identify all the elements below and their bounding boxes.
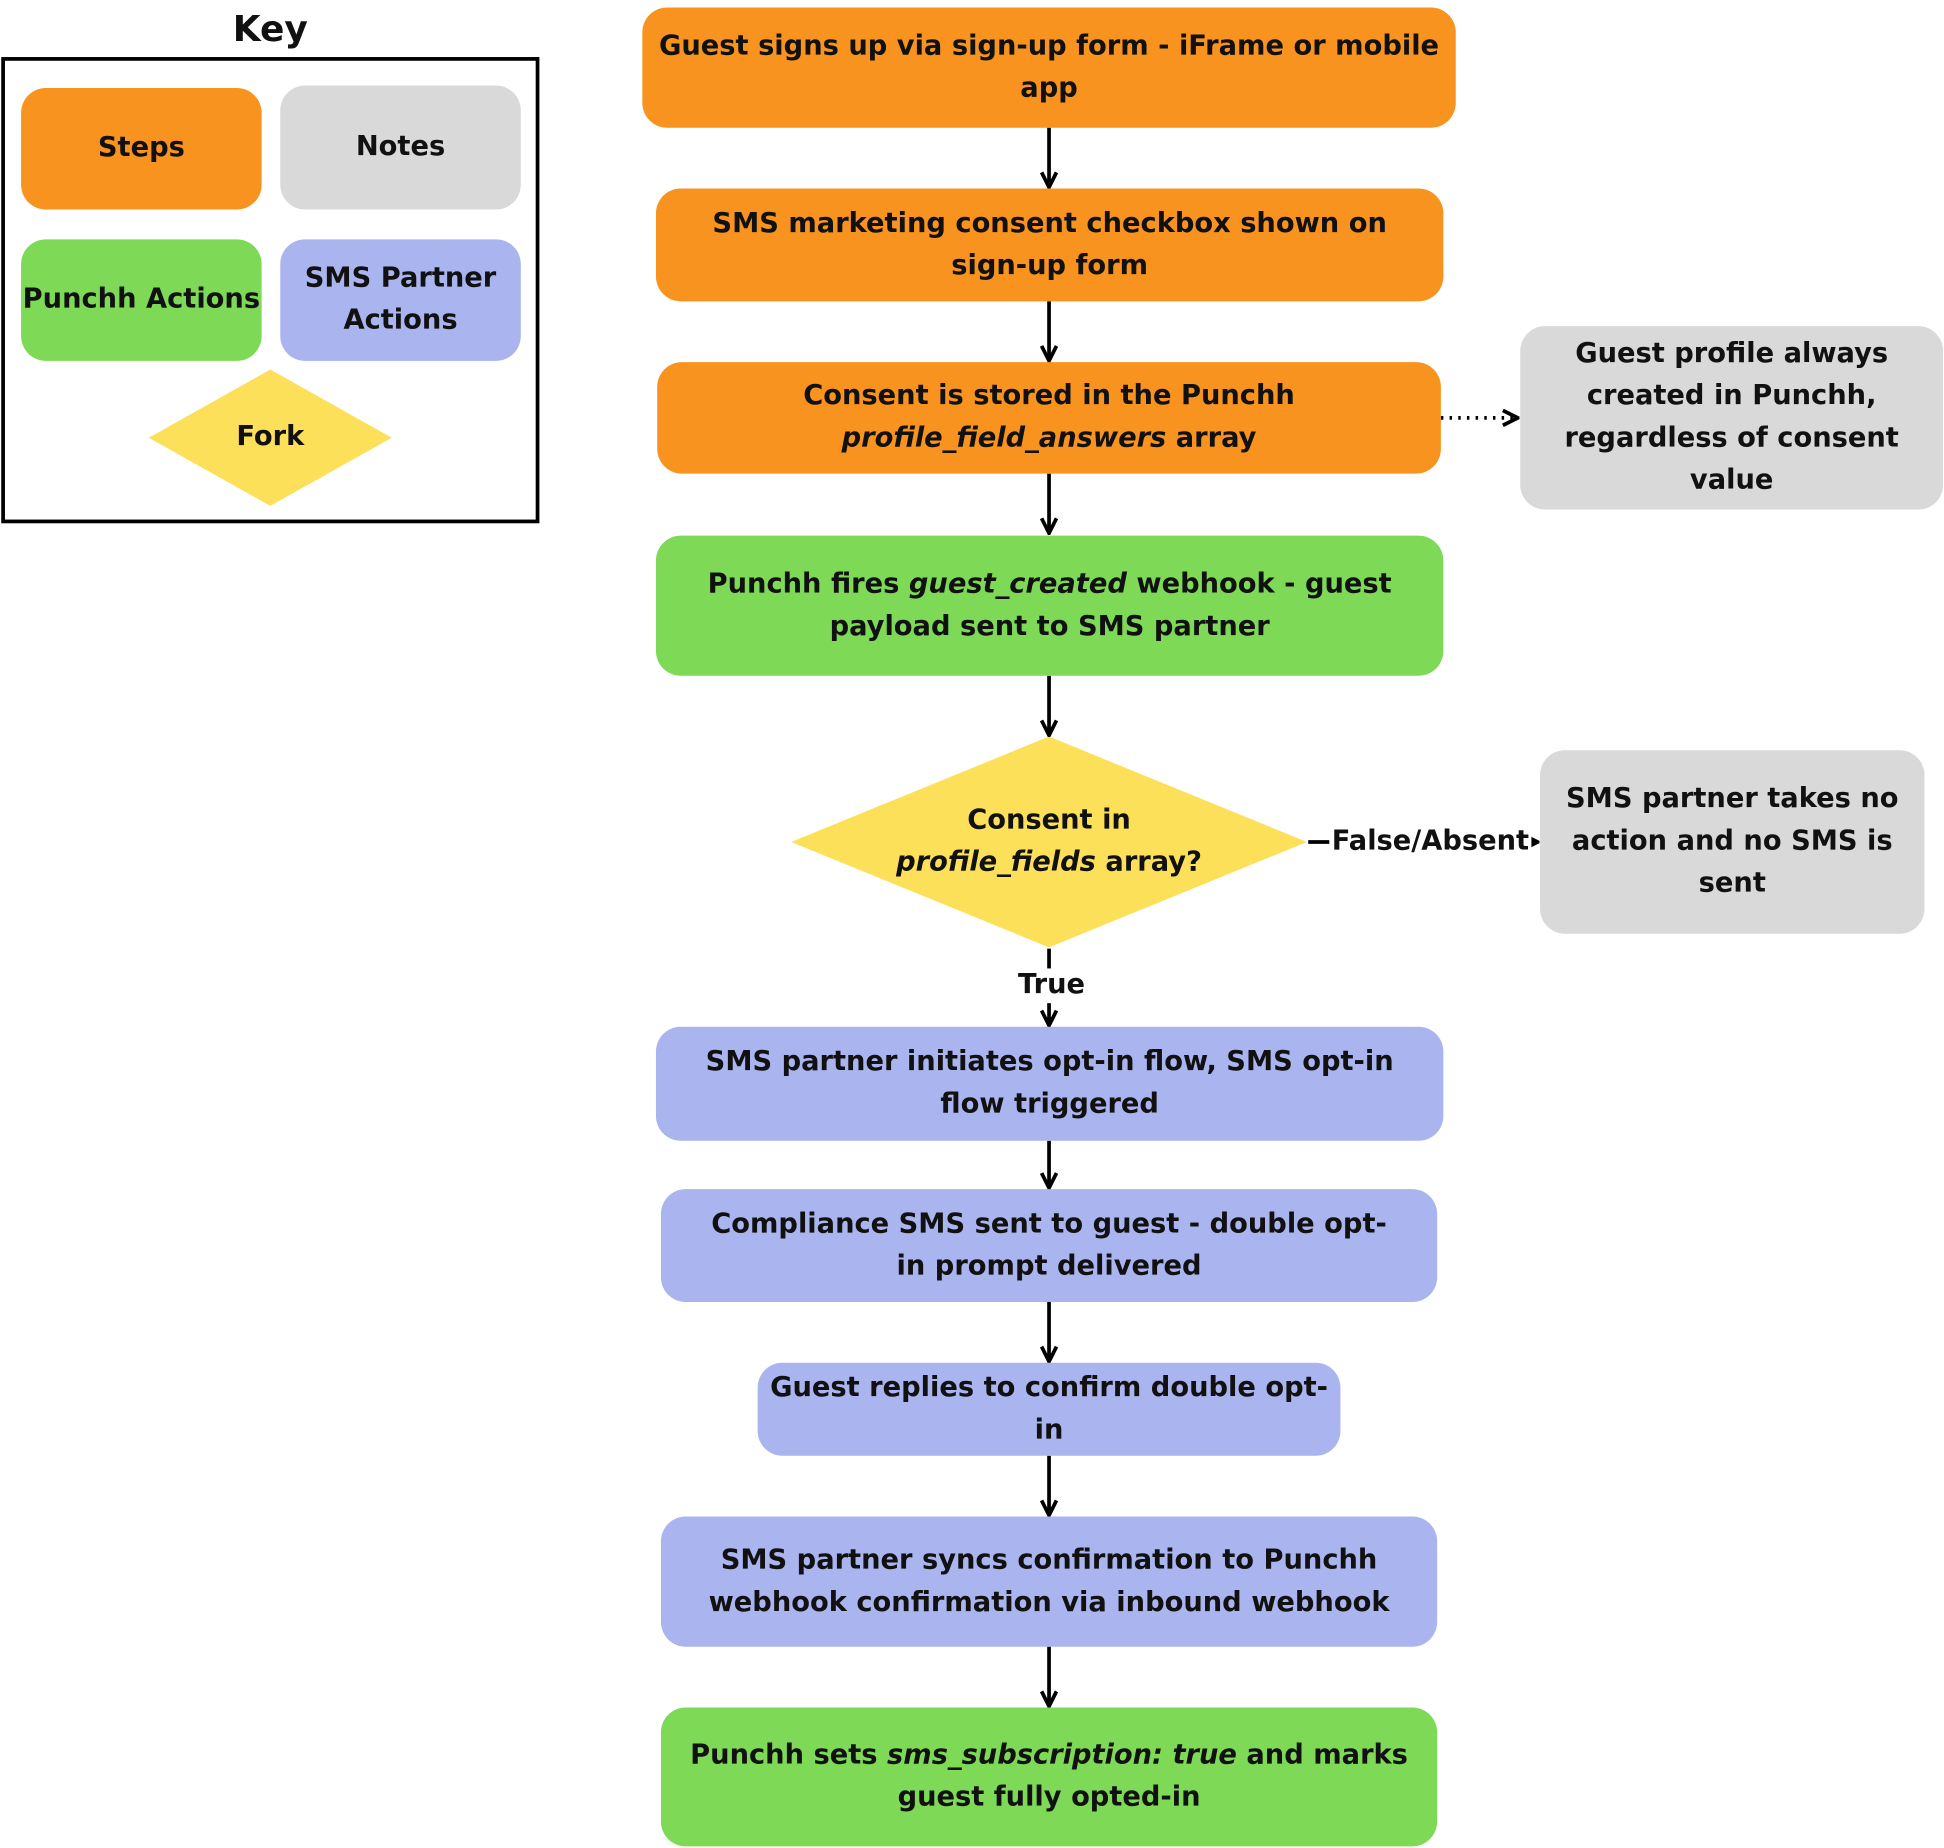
key-sms-partner-actions: SMS Partner Actions — [280, 239, 521, 361]
action-sms-subscription-true-label: Punchh sets sms_subscription: true and m… — [671, 1735, 1427, 1819]
note-profile-always-created-label: Guest profile always created in Punchh, … — [1564, 338, 1899, 496]
decision-label-line2: profile_fields array? — [896, 842, 1202, 884]
key-steps: Steps — [21, 88, 262, 210]
partner-syncs-confirmation-label: SMS partner syncs confirmation to Punchh… — [708, 1544, 1390, 1618]
partner-compliance-sms: Compliance SMS sent to guest - double op… — [660, 1189, 1438, 1302]
final-field-name: sms_subscription: true — [887, 1739, 1237, 1771]
step-consent-stored-label: Consent is stored in the Punchh profile_… — [667, 376, 1431, 460]
webhook-text-a: Punchh fires — [707, 568, 909, 600]
key-title: Key — [232, 7, 308, 50]
edge-label-true: True — [1014, 968, 1089, 1004]
partner-optin-flow: SMS partner initiates opt-in flow, SMS o… — [655, 1026, 1444, 1141]
webhook-text-b: webhook - guest payload sent to SMS part… — [829, 568, 1392, 642]
final-text-a: Punchh sets — [690, 1739, 888, 1771]
note-no-sms-sent-label: SMS partner takes no action and no SMS i… — [1566, 783, 1899, 899]
step-consent-stored: Consent is stored in the Punchh profile_… — [657, 362, 1441, 474]
action-guest-created-webhook-label: Punchh fires guest_created webhook - gue… — [666, 564, 1434, 648]
partner-guest-replies: Guest replies to confirm double opt-in — [757, 1362, 1341, 1456]
action-guest-created-webhook: Punchh fires guest_created webhook - gue… — [655, 535, 1444, 676]
decision-label-line1: Consent in — [967, 804, 1131, 836]
step-consent-checkbox: SMS marketing consent checkbox shown on … — [655, 188, 1444, 302]
step-guest-signup-label: Guest signs up via sign-up form - iFrame… — [658, 30, 1440, 104]
partner-compliance-sms-label: Compliance SMS sent to guest - double op… — [711, 1208, 1387, 1282]
key-fork-diamond — [148, 369, 392, 506]
decision-label-suffix: array? — [1095, 846, 1202, 878]
consent-stored-field-name: profile_field_answers — [841, 422, 1167, 454]
webhook-event-name: guest_created — [908, 568, 1127, 600]
consent-stored-text-a: Consent is stored in the Punchh — [803, 380, 1295, 412]
step-guest-signup: Guest signs up via sign-up form - iFrame… — [642, 7, 1456, 128]
edge-label-false-absent: False/Absent — [1329, 824, 1532, 860]
decision-diamond — [791, 736, 1307, 948]
key-legend-frame — [1, 57, 540, 524]
partner-syncs-confirmation: SMS partner syncs confirmation to Punchh… — [660, 1516, 1438, 1647]
decision-label: Consent in profile_fields array? — [853, 799, 1245, 886]
key-fork-label: Fork — [236, 421, 305, 453]
consent-stored-text-b: array — [1166, 422, 1257, 454]
note-no-sms-sent: SMS partner takes no action and no SMS i… — [1540, 750, 1925, 934]
partner-optin-flow-label: SMS partner initiates opt-in flow, SMS o… — [705, 1046, 1394, 1120]
key-notes: Notes — [280, 85, 521, 210]
action-sms-subscription-true: Punchh sets sms_subscription: true and m… — [660, 1707, 1438, 1847]
partner-guest-replies-label: Guest replies to confirm double opt-in — [770, 1372, 1329, 1446]
decision-field-name: profile_fields — [896, 846, 1096, 878]
note-profile-always-created: Guest profile always created in Punchh, … — [1520, 326, 1944, 510]
final-text-b: and marks guest fully opted-in — [897, 1739, 1408, 1813]
step-consent-checkbox-label: SMS marketing consent checkbox shown on … — [712, 207, 1387, 281]
key-punchh-actions: Punchh Actions — [21, 239, 262, 361]
